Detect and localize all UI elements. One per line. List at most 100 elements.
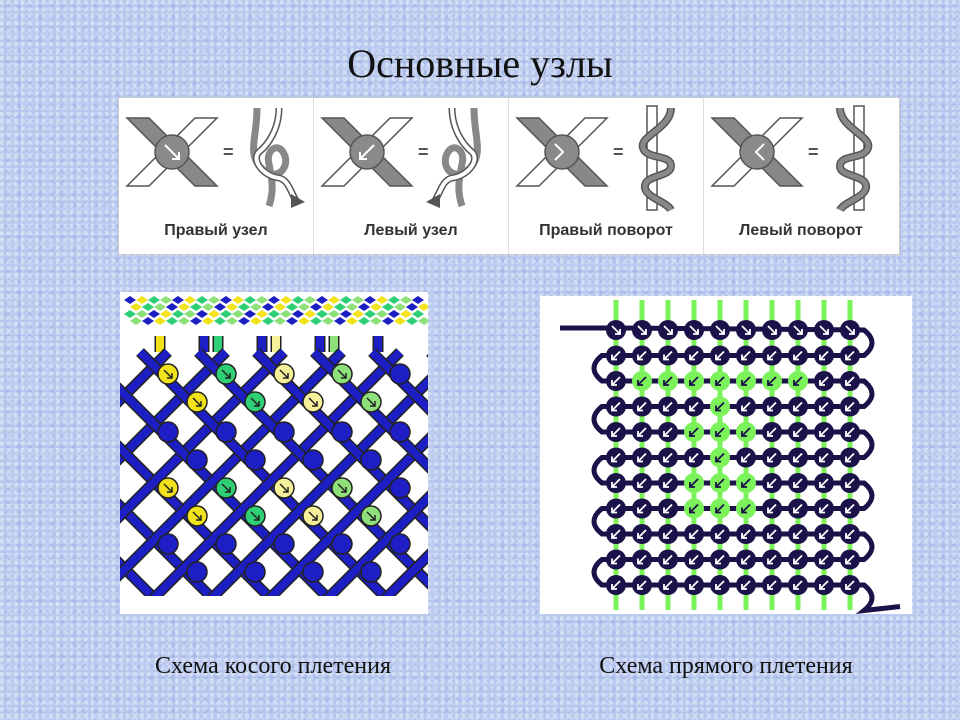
knot-arrow	[689, 580, 699, 590]
knot-arrow	[845, 376, 855, 386]
stripe-diamond	[292, 310, 304, 318]
knot-arrow	[689, 452, 699, 463]
stripe-diamond	[298, 303, 310, 311]
stripe-diamond	[124, 296, 136, 304]
knot-arrow	[637, 401, 647, 412]
knot-arrow	[741, 580, 751, 590]
knot-arrow	[845, 452, 855, 463]
knot-arrow	[819, 554, 829, 565]
right-knot-icon: =	[125, 107, 305, 208]
knot-arrow	[637, 350, 647, 361]
stripe-diamond	[358, 317, 370, 325]
stripe-diamond	[304, 296, 316, 304]
stripe-diamond	[298, 317, 310, 325]
knot-arrow	[845, 503, 855, 514]
knot-arrow	[819, 478, 829, 488]
knot-arrow	[611, 554, 621, 565]
knot-dot	[186, 449, 208, 471]
knot-dot	[157, 421, 179, 443]
knot-arrow	[793, 325, 803, 335]
knot-arrow	[611, 478, 621, 488]
knot-arrow	[689, 529, 699, 539]
stripe-diamond	[400, 310, 412, 318]
stripe-diamond	[268, 296, 280, 304]
stripe-diamond	[292, 296, 304, 304]
straight-pattern-svg	[560, 300, 901, 614]
stripe-diamond	[172, 296, 184, 304]
svg-text:=: =	[223, 142, 234, 162]
knot-arrow	[767, 503, 777, 514]
lattice-line	[369, 349, 428, 414]
stripe-diamond	[274, 317, 286, 325]
knot-arrow	[221, 483, 231, 493]
knot-arrow	[767, 452, 777, 463]
knot-arrow	[250, 397, 260, 407]
knot-arrow	[793, 427, 803, 437]
knot-dot	[157, 533, 179, 555]
stripe-diamond	[238, 303, 250, 311]
knot-arrow	[715, 554, 725, 565]
knot-arrow	[767, 427, 777, 437]
stripe-diamond	[364, 296, 376, 304]
knot-dot	[273, 421, 295, 443]
stripe-diamond	[244, 310, 256, 318]
knot-arrow	[611, 529, 621, 539]
lattice-line	[253, 434, 428, 614]
knot-arrow	[637, 529, 647, 539]
knot-dot	[360, 449, 382, 471]
knot-arrow	[819, 427, 829, 437]
stripe-diamond	[262, 317, 274, 325]
stripe-diamond	[400, 296, 412, 304]
stripe-diamond	[166, 303, 178, 311]
knot-arrow	[689, 376, 699, 386]
knot-dot	[273, 533, 295, 555]
knot-arrow	[279, 483, 289, 493]
knot-arrow	[611, 350, 621, 361]
stripe-diamond	[304, 310, 316, 318]
knot-label: Правый узел	[164, 222, 268, 239]
diagonal-weaving-diagram	[120, 292, 428, 614]
stripe-diamond	[340, 310, 352, 318]
stripe-diamond	[394, 317, 406, 325]
knot-arrow	[689, 427, 699, 437]
basic-knots-panel: = Правый узел = Левый узел =	[118, 97, 900, 255]
stripe-diamond	[394, 303, 406, 311]
lattice-line	[311, 492, 428, 614]
knot-arrow	[793, 478, 803, 488]
stripe-diamond	[352, 296, 364, 304]
stripe-diamond	[250, 303, 262, 311]
knot-arrow	[611, 427, 621, 437]
knot-right: = Правый узел	[119, 98, 314, 254]
stripe-diamond	[226, 303, 238, 311]
stripe-diamond	[358, 303, 370, 311]
stripe-diamond	[202, 317, 214, 325]
knot-arrow	[308, 397, 318, 407]
stripe-diamond	[316, 310, 328, 318]
knot-arrow	[192, 511, 202, 521]
knot-label: Левый поворот	[739, 222, 863, 239]
stripe-diamond	[214, 303, 226, 311]
knot-arrow	[250, 511, 260, 521]
knot-arrow	[845, 325, 855, 335]
stripe-diamond	[160, 310, 172, 318]
stripe-diamond	[148, 310, 160, 318]
stripe-diamond	[250, 317, 262, 325]
knot-arrow	[845, 554, 855, 565]
stripe-diamond	[220, 310, 232, 318]
knot-arrow	[663, 376, 673, 386]
stripe-diamond	[376, 310, 388, 318]
stripe-diamond	[418, 303, 428, 311]
svg-text:=: =	[418, 142, 429, 162]
knot-dot	[389, 363, 411, 385]
stripe-diamond	[406, 317, 418, 325]
knot-arrow	[715, 401, 725, 412]
stripe-diamond	[154, 317, 166, 325]
stripe-diamond	[280, 310, 292, 318]
knot-arrow	[819, 350, 829, 361]
knot-arrow	[689, 325, 699, 335]
stripe-diamond	[220, 296, 232, 304]
left-knot-icon: =	[320, 107, 481, 208]
knot-arrow	[819, 580, 829, 590]
caption-straight: Схема прямого плетения	[599, 653, 853, 679]
knot-arrow	[767, 376, 777, 386]
